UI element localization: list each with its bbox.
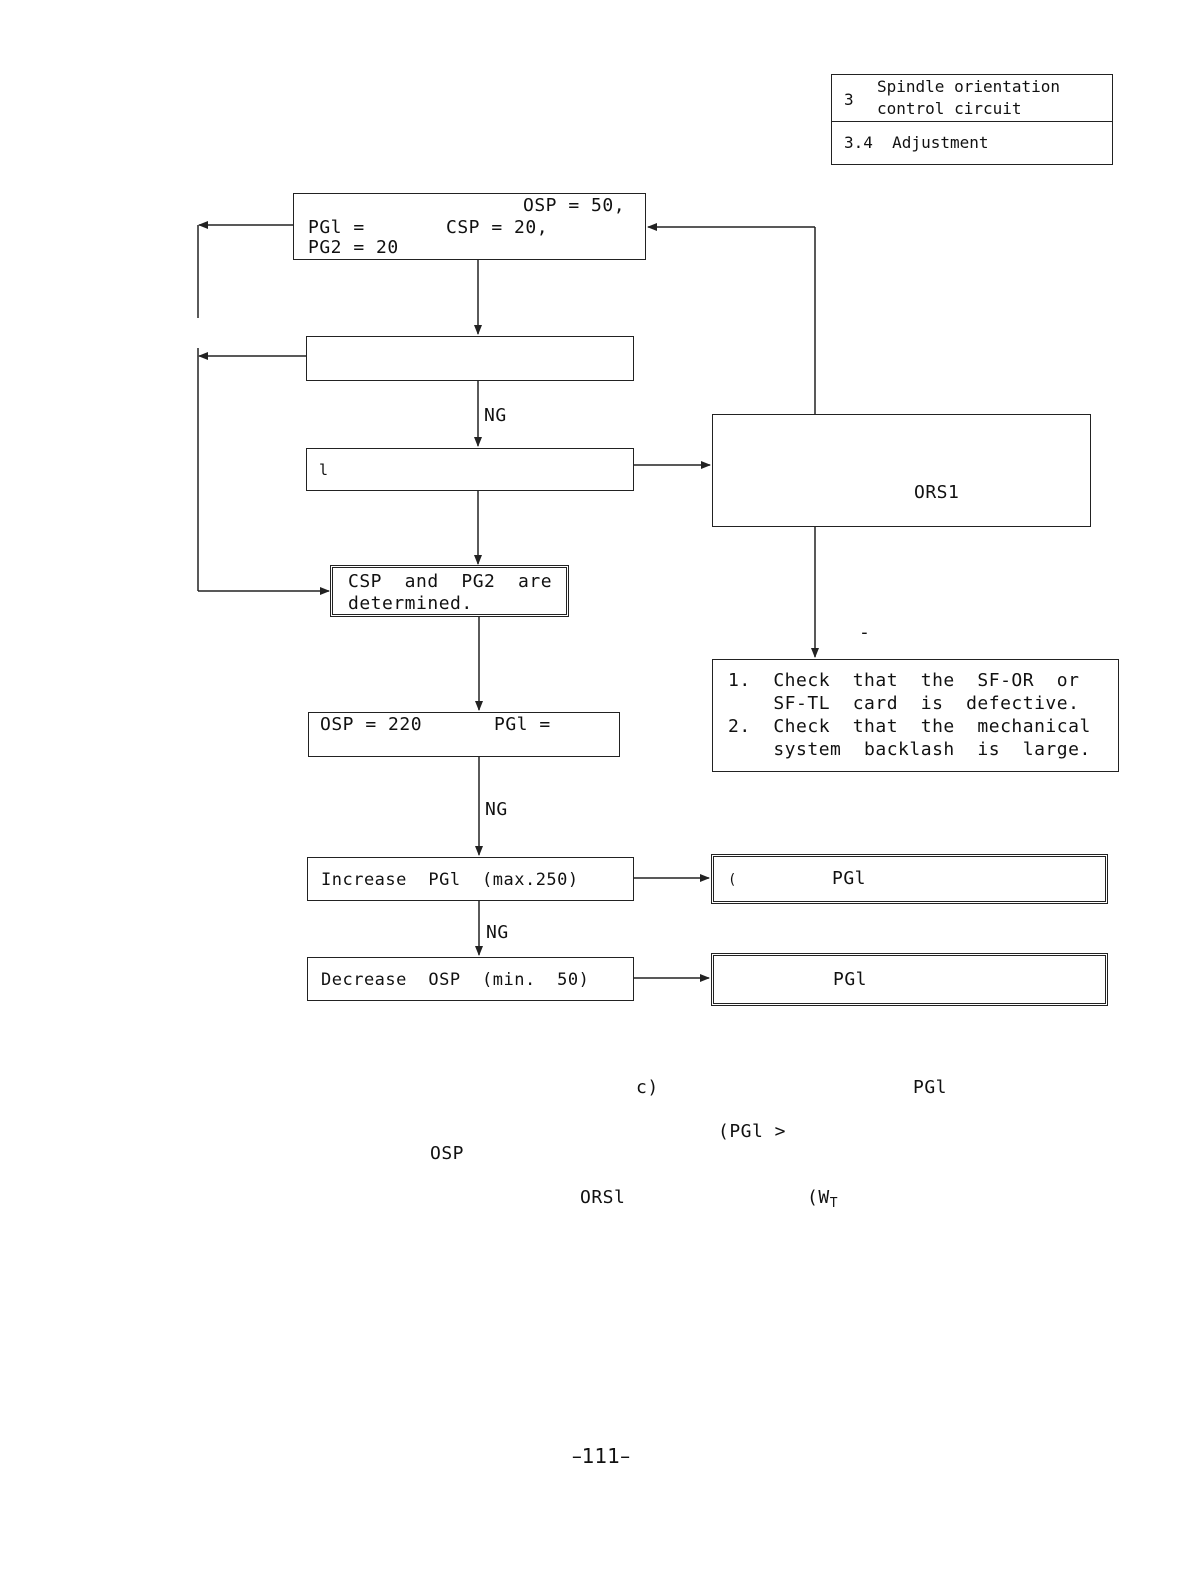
ng-label-2: NG (485, 799, 508, 820)
note-ors1: ORSl (580, 1187, 626, 1208)
stray-dash: - (859, 622, 871, 643)
box11-text: PGl (833, 969, 868, 990)
box-increase-pg1: Increase PGl (max.250) (307, 857, 634, 901)
section-header-title-row: 3 Spindle orientation control circuit (832, 75, 1112, 122)
box1-csp: CSP = 20, (446, 217, 549, 238)
box-checks: 1. Check that the SF-OR or SF-TL card is… (712, 659, 1119, 772)
section-number: 3 (844, 90, 854, 109)
box-pg1-result-1: ( PGl (711, 854, 1108, 904)
box1-pg2: PG2 = 20 (308, 237, 399, 258)
box10-mark: ( (728, 872, 737, 888)
subsection-title: 3.4 Adjustment (844, 133, 989, 152)
box7-text: Decrease OSP (min. 50) (321, 970, 590, 990)
box5-pg1: PGl = (494, 714, 551, 735)
box9-line4: system backlash is large. (728, 739, 1091, 760)
box1-osp: OSP = 50, (523, 195, 626, 216)
box3-mark: l (319, 461, 329, 479)
box10-text: PGl (832, 868, 867, 889)
box-ors1: ORS1 (712, 414, 1091, 527)
box8-text: ORS1 (914, 482, 960, 503)
note-pg1: PGl (913, 1077, 948, 1098)
note-osp: OSP (430, 1143, 465, 1164)
section-title-line2: control circuit (877, 99, 1022, 118)
ng-label-1: NG (484, 405, 507, 426)
box-pg1-result-2: PGl (711, 953, 1108, 1006)
box4-line1: CSP and PG2 are (348, 571, 553, 592)
box5-osp: OSP = 220 (320, 714, 423, 735)
box-check-2: l (306, 448, 634, 491)
box-check-1 (306, 336, 634, 381)
note-wt: (WT (807, 1187, 839, 1211)
box-osp-220: OSP = 220 PGl = (308, 712, 620, 757)
ng-label-3: NG (486, 922, 509, 943)
box9-line2: SF-TL card is defective. (728, 693, 1080, 714)
section-title-line1: Spindle orientation (877, 77, 1061, 96)
box9-line3: 2. Check that the mechanical (728, 716, 1091, 737)
note-c: c) (636, 1077, 659, 1098)
box1-pg1: PGl = (308, 217, 365, 238)
box4-line2: determined. (348, 593, 473, 614)
box-initial-params: OSP = 50, PGl = CSP = 20, PG2 = 20 (293, 193, 646, 260)
note-pg1-gt: (PGl > (718, 1121, 787, 1142)
box-decrease-osp: Decrease OSP (min. 50) (307, 957, 634, 1001)
box-csp-pg2-determined: CSP and PG2 are determined. (330, 565, 569, 617)
section-header: 3 Spindle orientation control circuit 3.… (831, 74, 1113, 165)
box6-text: Increase PGl (max.250) (321, 870, 579, 890)
box9-line1: 1. Check that the SF-OR or (728, 670, 1080, 691)
page-number: –111– (571, 1444, 631, 1468)
